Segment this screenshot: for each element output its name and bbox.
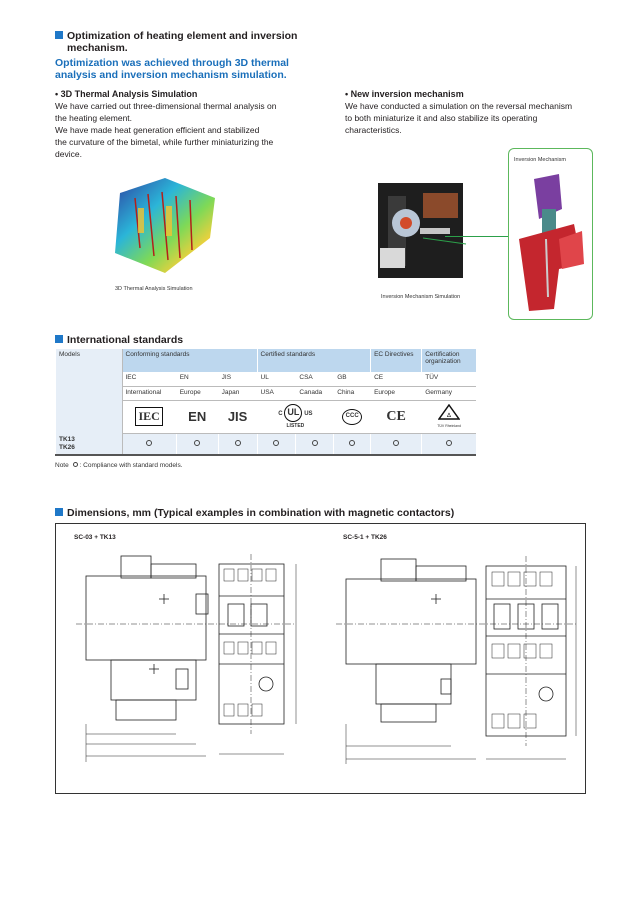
left-front-view bbox=[218, 563, 285, 725]
tuv-triangle-icon: ∆ bbox=[437, 403, 461, 420]
bullet-square-icon bbox=[55, 508, 63, 516]
thermal-analysis-block: • 3D Thermal Analysis Simulation We have… bbox=[55, 88, 325, 160]
std-ul: UL bbox=[256, 372, 296, 387]
thermal-line: the curvature of the bimetal, while furt… bbox=[55, 137, 274, 147]
region-international: International bbox=[121, 386, 177, 401]
right-drawing-label: SC-5-1 + TK26 bbox=[343, 534, 387, 541]
left-side-view bbox=[85, 555, 209, 721]
inversion-heading: • New inversion mechanism bbox=[345, 89, 464, 99]
svg-text:∆: ∆ bbox=[447, 412, 451, 419]
section-title-cont: mechanism. bbox=[67, 42, 128, 54]
circle-icon bbox=[146, 439, 153, 446]
std-iec: IEC bbox=[121, 372, 177, 387]
inversion-line: to both miniaturize it and also stabiliz… bbox=[345, 113, 538, 123]
inset-label: Inversion Mechanism bbox=[514, 157, 566, 163]
thermal-simulation-image bbox=[115, 178, 215, 273]
inversion-line: We have conducted a simulation on the re… bbox=[345, 101, 573, 111]
region-europe-ce: Europe bbox=[370, 386, 422, 401]
right-side-view bbox=[345, 558, 477, 723]
region-japan: Japan bbox=[217, 386, 258, 401]
iec-logo: IEC bbox=[121, 400, 177, 434]
inset-connector-line bbox=[445, 236, 508, 237]
inversion-mechanism-image bbox=[519, 174, 584, 311]
circle-icon bbox=[273, 439, 280, 446]
std-tuv: TÜV bbox=[421, 372, 476, 387]
compliance-mark bbox=[370, 433, 422, 456]
compliance-mark bbox=[421, 433, 476, 456]
std-ce: CE bbox=[370, 372, 422, 387]
std-csa: CSA bbox=[295, 372, 334, 387]
right-front-view bbox=[485, 565, 567, 737]
circle-icon bbox=[393, 439, 400, 446]
circle-icon bbox=[349, 439, 356, 446]
ul-circle-icon: UL bbox=[284, 404, 303, 422]
ul-logo: C UL US LISTED bbox=[256, 400, 334, 434]
thermal-line: the heating element. bbox=[55, 113, 133, 123]
conforming-header: Conforming standards bbox=[121, 349, 258, 372]
inversion-line: characteristics. bbox=[345, 125, 402, 135]
jis-logo: JIS bbox=[217, 400, 258, 434]
region-germany: Germany bbox=[421, 386, 476, 401]
circle-icon bbox=[446, 439, 453, 446]
std-jis: JIS bbox=[217, 372, 258, 387]
region-usa: USA bbox=[256, 386, 296, 401]
tuv-logo: ∆ TÜV Rheinland bbox=[421, 400, 476, 434]
standards-table: Models Conforming standards Certified st… bbox=[55, 349, 476, 456]
ec-header: EC Directives bbox=[370, 349, 422, 372]
section-subtitle-cont: analysis and inversion mechanism simulat… bbox=[55, 69, 287, 81]
circle-icon bbox=[194, 439, 201, 446]
models-header: Models bbox=[55, 349, 123, 433]
circle-icon bbox=[72, 462, 78, 467]
certified-header: Certified standards bbox=[256, 349, 371, 372]
circle-icon bbox=[311, 439, 318, 446]
ce-logo: CE bbox=[370, 400, 422, 434]
dimensions-box: SC-03 + TK13 SC-5-1 + TK26 bbox=[55, 523, 586, 794]
standards-note: Note : Compliance with standard models. bbox=[55, 462, 183, 469]
inversion-caption: Inversion Mechanism Simulation bbox=[381, 294, 461, 300]
left-drawing-label: SC-03 + TK13 bbox=[74, 534, 116, 541]
en-logo: EN bbox=[175, 400, 219, 434]
section-title: Optimization of heating element and inve… bbox=[55, 30, 325, 42]
section-subtitle: Optimization was achieved through 3D the… bbox=[55, 57, 289, 69]
thermal-line: device. bbox=[55, 149, 82, 159]
ccc-logo: CCC bbox=[333, 400, 371, 434]
compliance-mark bbox=[256, 433, 296, 456]
std-gb: GB bbox=[333, 372, 371, 387]
region-canada: Canada bbox=[295, 386, 334, 401]
std-en: EN bbox=[175, 372, 219, 387]
standards-title: International standards bbox=[55, 334, 183, 346]
thermal-caption: 3D Thermal Analysis Simulation bbox=[115, 286, 193, 292]
inversion-mechanism-inset: Inversion Mechanism bbox=[508, 148, 593, 320]
compliance-mark bbox=[175, 433, 219, 456]
compliance-mark bbox=[333, 433, 371, 456]
compliance-mark bbox=[217, 433, 258, 456]
section-optimization: Optimization of heating element and inve… bbox=[55, 30, 325, 81]
thermal-heading: • 3D Thermal Analysis Simulation bbox=[55, 89, 198, 99]
compliance-mark bbox=[295, 433, 334, 456]
dimensions-title: Dimensions, mm (Typical examples in comb… bbox=[55, 507, 454, 519]
bullet-square-icon bbox=[55, 335, 63, 343]
region-europe: Europe bbox=[175, 386, 219, 401]
region-china: China bbox=[333, 386, 371, 401]
thermal-line: We have made heat generation efficient a… bbox=[55, 125, 260, 135]
bullet-square-icon bbox=[55, 31, 63, 39]
compliance-mark bbox=[121, 433, 177, 456]
thermal-line: We have carried out three-dimensional th… bbox=[55, 101, 277, 111]
circle-icon bbox=[234, 439, 241, 446]
dimension-drawings bbox=[76, 554, 578, 764]
inversion-simulation-image bbox=[378, 183, 467, 278]
inversion-block: • New inversion mechanism We have conduc… bbox=[345, 88, 605, 136]
